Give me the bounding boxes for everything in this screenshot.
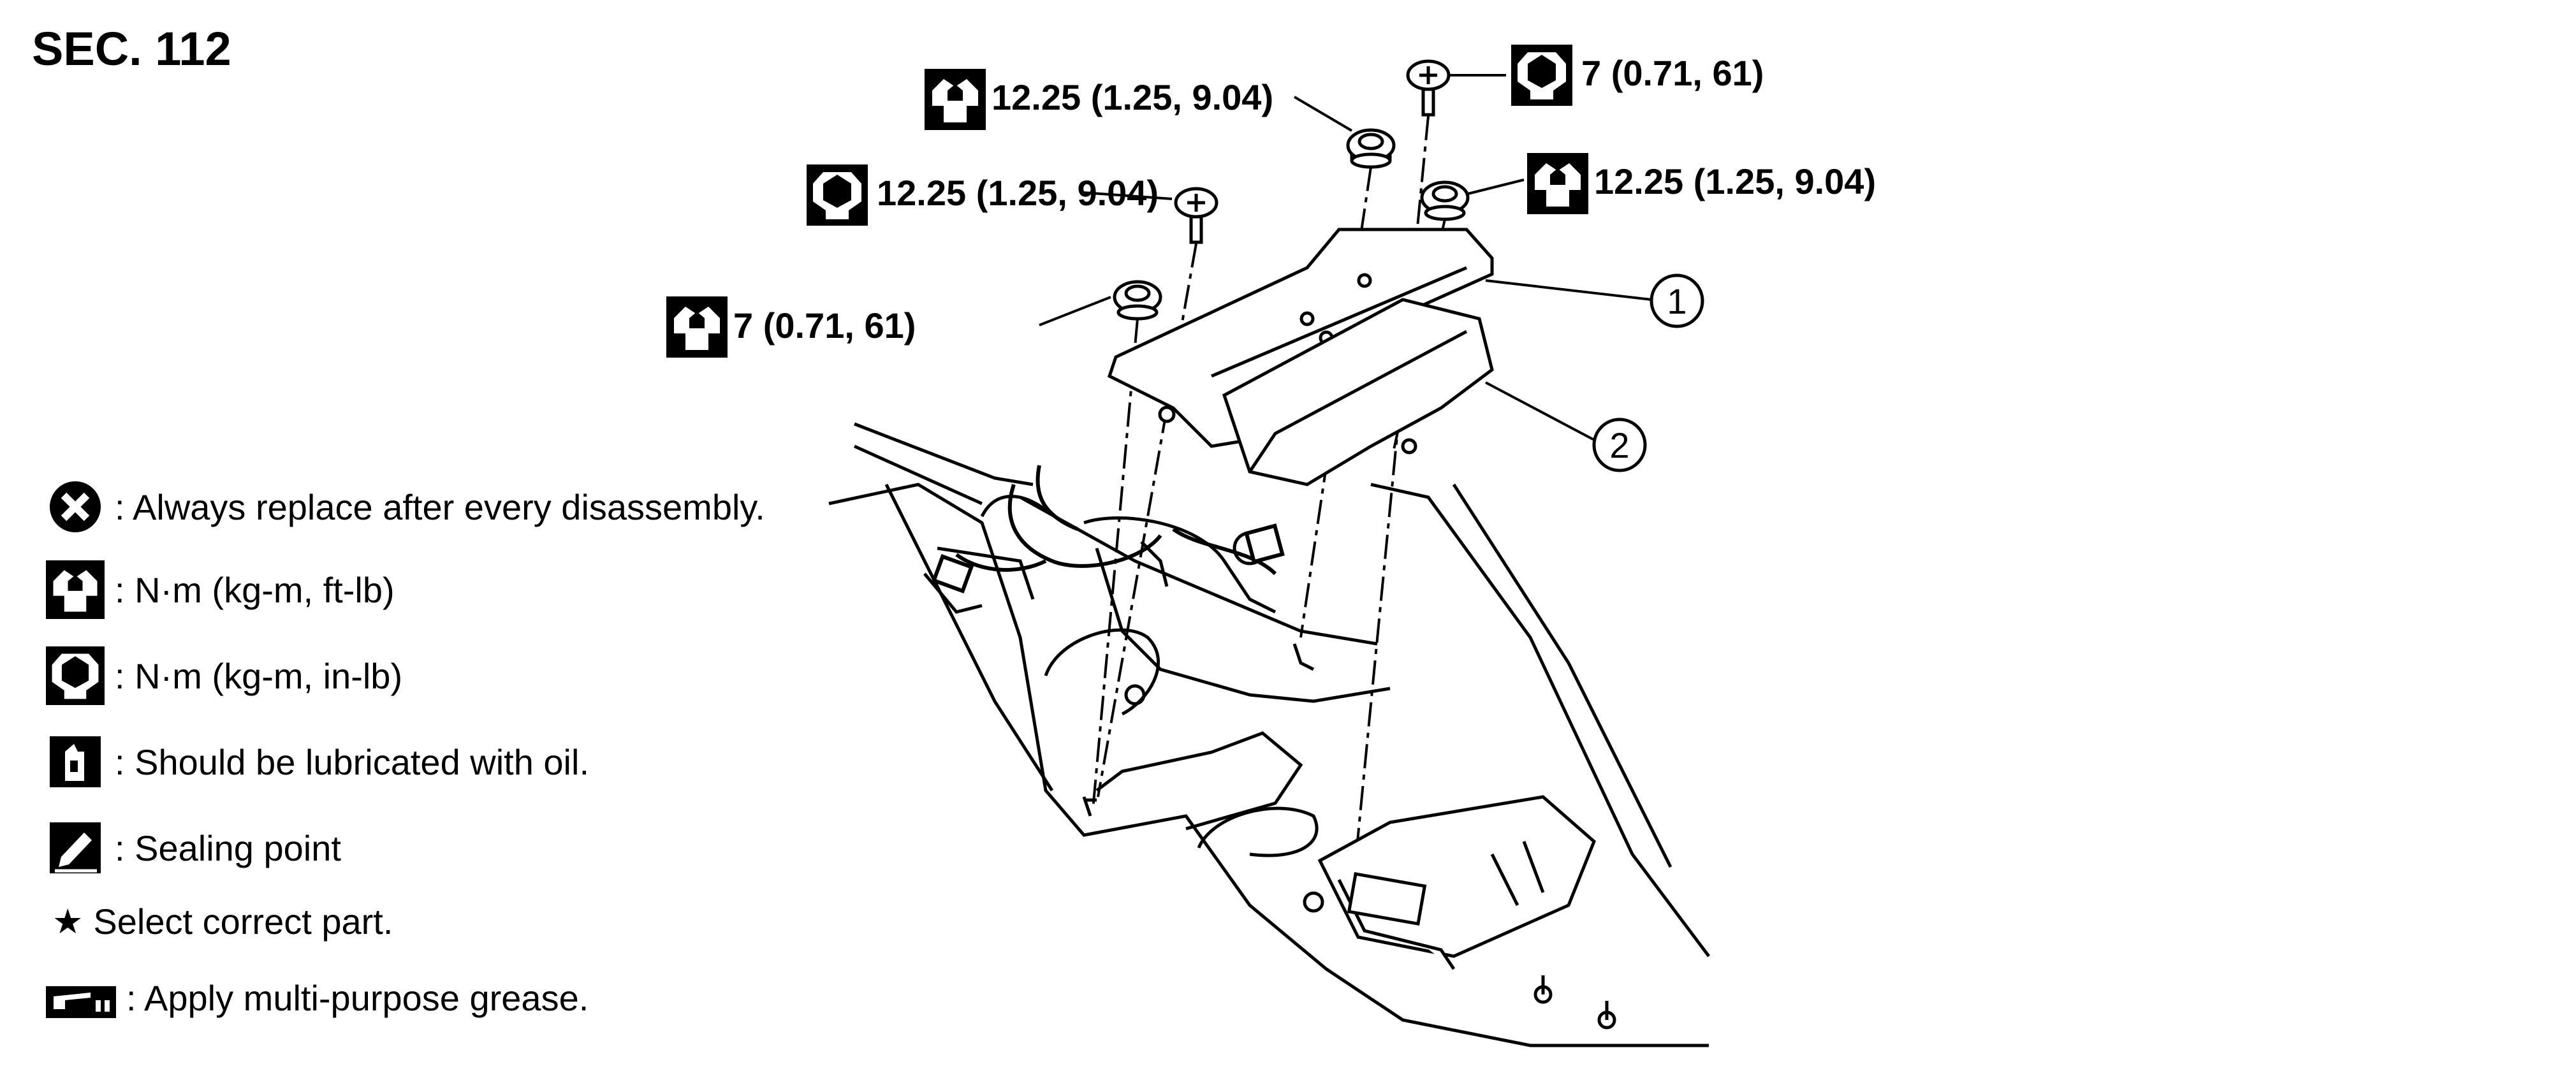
svg-text:2: 2 — [1609, 425, 1629, 465]
legend-text: : Apply multi-purpose grease. — [126, 977, 589, 1018]
torque-callout-2: 7 (0.71, 61) — [1446, 45, 1764, 106]
vehicle-floor-structure — [828, 422, 1710, 1047]
grease-icon — [46, 968, 116, 1027]
torque-value: 12.25 (1.25, 9.04) — [992, 77, 1273, 117]
torque-callout-4: 12.25 (1.25, 9.04) — [1465, 153, 1876, 214]
bolt — [1406, 59, 1451, 117]
svg-text:1: 1 — [1667, 281, 1687, 321]
oil-can-icon — [46, 732, 105, 791]
legend-item-replace: : Always replace after every disassembly… — [46, 472, 765, 542]
torque-value: 12.25 (1.25, 9.04) — [877, 173, 1159, 213]
wrench-outline-icon — [46, 560, 105, 619]
legend-text: : N·m (kg-m, in-lb) — [115, 655, 403, 696]
wrench-icon — [925, 69, 986, 130]
module-part-2 — [1222, 298, 1494, 486]
legend-text: : Should be lubricated with oil. — [115, 741, 589, 782]
replace-x-icon — [46, 477, 105, 536]
part-number-2: 2 — [1592, 418, 1647, 472]
leader-line — [1485, 279, 1652, 301]
wrench-icon — [1527, 153, 1588, 214]
legend-item-torque-inlb: : N·m (kg-m, in-lb) — [46, 641, 402, 711]
torque-callout-5: 7 (0.71, 61) — [666, 296, 1111, 358]
torque-callout-1: 12.25 (1.25, 9.04) — [925, 69, 1353, 132]
wire-harness — [931, 465, 1285, 593]
torque-value: 7 (0.71, 61) — [1581, 53, 1764, 93]
legend-item-torque-ftlb: : N·m (kg-m, ft-lb) — [46, 555, 395, 625]
wrench-filled-icon — [46, 646, 105, 705]
star-icon: ★ — [52, 902, 84, 941]
torque-value: 12.25 (1.25, 9.04) — [1594, 161, 1876, 201]
legend-item-select-part: ★ Select correct part. — [46, 886, 393, 956]
sealant-icon — [46, 819, 105, 877]
wrench-icon — [807, 164, 868, 226]
wrench-icon — [1511, 45, 1572, 106]
part-number-1: 1 — [1650, 273, 1704, 328]
legend-item-oil: : Should be lubricated with oil. — [46, 727, 589, 797]
torque-callout-3: 12.25 (1.25, 9.04) — [807, 164, 1173, 226]
bolt — [1174, 187, 1218, 244]
nut — [1346, 128, 1396, 169]
legend-text: Select correct part. — [93, 901, 393, 942]
legend-text: : Always replace after every disassembly… — [115, 486, 765, 527]
leader-line — [1485, 381, 1595, 441]
legend-item-sealing: : Sealing point — [46, 813, 341, 883]
legend-text: : Sealing point — [115, 827, 341, 868]
nut — [1113, 280, 1162, 321]
legend-text: : N·m (kg-m, ft-lb) — [115, 569, 395, 610]
wrench-icon — [666, 296, 728, 358]
nut — [1420, 180, 1470, 221]
control-unit — [1303, 795, 1616, 1030]
section-number: SEC. 112 — [32, 22, 231, 75]
legend-item-grease: : Apply multi-purpose grease. — [46, 963, 589, 1033]
torque-value: 7 (0.71, 61) — [733, 305, 916, 346]
